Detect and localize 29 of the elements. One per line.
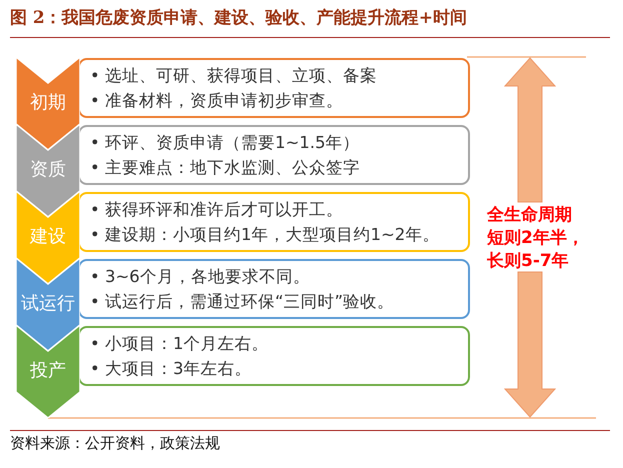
content-box: [78, 58, 470, 118]
chevron-shape: [16, 325, 80, 418]
content-box: [78, 326, 470, 386]
bullet-text: • 选址、可研、获得项目、立项、备案: [90, 65, 377, 87]
bullet-text: • 试运行后，需通过环保“三同时”验收。: [90, 291, 394, 313]
content-box: [78, 192, 470, 252]
figure-title: 图 2：我国危废资质申请、建设、验收、产能提升流程+时间: [10, 7, 467, 29]
stage-label: 初期: [30, 92, 66, 114]
stage-label: 建设: [30, 226, 66, 248]
bullet-text: • 环评、资质申请（需要1~1.5年）: [90, 132, 360, 154]
bullet-text: • 主要难点：地下水监测、公众签字: [90, 157, 360, 179]
content-box: [78, 125, 470, 185]
bullet-text: • 大项目：3年左右。: [90, 358, 252, 380]
bullet-text: • 建设期：小项目约1年，大型项目约1~2年。: [90, 224, 440, 246]
bullet-text: • 小项目：1个月左右。: [90, 333, 268, 355]
bullet-text: • 准备材料，资质申请初步审查。: [90, 90, 343, 112]
annotation-text: 短则2年半，长则5-7年: [487, 227, 585, 273]
annotation-text: 全生命周期: [487, 204, 572, 227]
chevron-shape: [16, 258, 80, 351]
chevron-shape: [16, 191, 80, 284]
stage-label: 资质: [30, 159, 66, 181]
bullet-text: • 3~6个月，各地要求不同。: [90, 266, 310, 288]
source-note: 资料来源：公开资料，政策法规: [10, 434, 220, 452]
stage-label: 试运行: [21, 293, 75, 315]
chevron-shape: [16, 57, 80, 150]
bullet-text: • 获得环评和准许后才可以开工。: [90, 199, 343, 221]
stage-label: 投产: [30, 360, 66, 382]
chevron-shape: [16, 124, 80, 217]
content-box: [78, 259, 470, 319]
